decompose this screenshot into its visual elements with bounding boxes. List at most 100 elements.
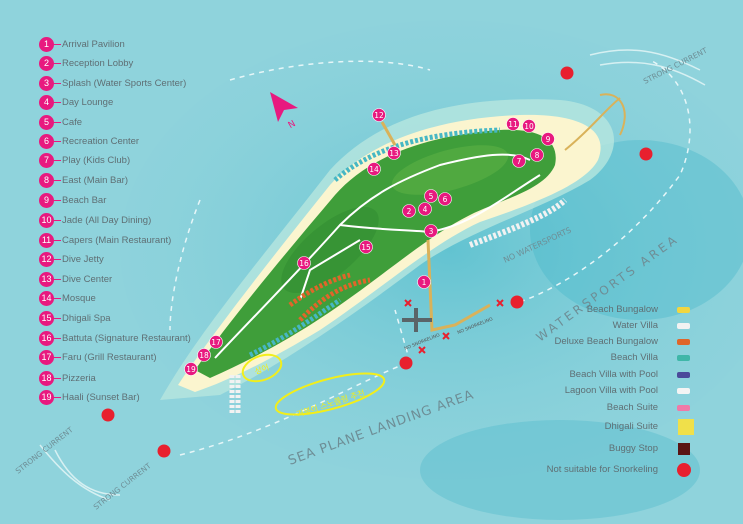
shark-label: 상어	[253, 362, 270, 376]
legend-item: 14 Mosque	[39, 290, 96, 306]
map-marker-5[interactable]: 5	[424, 189, 438, 203]
legend-connector	[54, 219, 61, 221]
accommodation-legend-label: Beach Bungalow	[586, 304, 658, 315]
villa-type-icon	[677, 307, 690, 313]
accommodation-legend-label: Deluxe Beach Bungalow	[554, 336, 658, 347]
marker-number: 6	[443, 195, 448, 204]
map-marker-17[interactable]: 17	[209, 335, 223, 349]
map-marker-2[interactable]: 2	[402, 204, 416, 218]
legend-connector	[54, 121, 61, 123]
accommodation-legend-label: Dhigali Suite	[604, 421, 658, 432]
marker-number: 4	[39, 94, 54, 110]
marker-number: 17	[39, 349, 54, 365]
marker-number: 12	[374, 111, 384, 120]
map-marker-15[interactable]: 15	[359, 240, 373, 254]
north-label: N	[287, 119, 298, 131]
legend-label: Mosque	[62, 292, 96, 304]
map-marker-1[interactable]: 1	[417, 275, 431, 289]
villa-type-icon	[677, 323, 690, 329]
no-snorkeling-dot	[157, 444, 171, 458]
water-villas-west	[229, 375, 241, 415]
legend-connector	[54, 337, 61, 339]
legend-item: 18 Pizzeria	[39, 370, 96, 386]
map-marker-12[interactable]: 12	[372, 108, 386, 122]
map-marker-14[interactable]: 14	[367, 162, 381, 176]
legend-connector	[54, 356, 61, 358]
turtle-area	[274, 372, 386, 416]
marker-number: 8	[39, 172, 54, 188]
marker-number: 6	[39, 133, 54, 149]
map-marker-3[interactable]: 3	[424, 224, 438, 238]
marker-number: 19	[39, 389, 54, 405]
legend-label: Day Lounge	[62, 96, 114, 108]
legend-connector	[54, 159, 61, 161]
marker-number: 13	[39, 271, 54, 287]
marker-number: 19	[186, 365, 196, 374]
map-marker-10[interactable]: 10	[522, 119, 536, 133]
map-marker-9[interactable]: 9	[541, 132, 555, 146]
marker-number: 2	[407, 207, 412, 216]
legend-label: Reception Lobby	[62, 57, 134, 69]
villa-type-icon	[677, 355, 690, 361]
accommodation-legend-label: Beach Villa with Pool	[569, 369, 658, 380]
accommodation-legend-label: Beach Suite	[606, 402, 658, 413]
accommodation-legend-label: Buggy Stop	[608, 443, 658, 454]
legend-label: Dhigali Spa	[62, 312, 111, 324]
marker-number: 18	[39, 370, 54, 386]
accommodation-legend-label: Water Villa	[612, 320, 658, 331]
map-marker-6[interactable]: 6	[438, 192, 452, 206]
marker-number: 10	[524, 122, 534, 131]
buggy-stop-icon	[678, 443, 690, 455]
no-snorkeling-dot	[560, 66, 574, 80]
map-marker-19[interactable]: 19	[184, 362, 198, 376]
marker-number: 1	[422, 278, 427, 287]
no-snorkeling-marks	[404, 299, 504, 354]
marker-number: 14	[369, 165, 379, 174]
villa-type-icon	[677, 405, 690, 411]
shark-area	[241, 353, 283, 383]
map-marker-13[interactable]: 13	[387, 146, 401, 160]
legend-label: Arrival Pavilion	[62, 38, 125, 50]
accommodation-legend-label: Beach Villa	[610, 352, 658, 363]
map-marker-7[interactable]: 7	[512, 154, 526, 168]
boundary-dashed	[169, 59, 691, 456]
map-marker-11[interactable]: 11	[506, 117, 520, 131]
map-marker-8[interactable]: 8	[530, 148, 544, 162]
marker-number: 4	[423, 205, 428, 214]
map-marker-4[interactable]: 4	[418, 202, 432, 216]
legend-label: Jade (All Day Dining)	[62, 214, 152, 226]
map-marker-18[interactable]: 18	[197, 348, 211, 362]
legend-item: 1 Arrival Pavilion	[39, 36, 125, 52]
marker-number: 13	[389, 149, 399, 158]
legend-label: Pizzeria	[62, 372, 96, 384]
vegetation	[195, 129, 556, 378]
marker-number: 14	[39, 290, 54, 306]
marker-number: 1	[39, 36, 54, 52]
strong-current-label: STRONG CURRENT	[92, 461, 153, 512]
legend-item: 6 Recreation Center	[39, 133, 139, 149]
legend-label: Recreation Center	[62, 135, 140, 147]
marker-number: 2	[39, 55, 54, 71]
beach-villas-south	[248, 297, 342, 358]
map-marker-16[interactable]: 16	[297, 256, 311, 270]
marker-number: 9	[546, 135, 551, 144]
legend-connector	[54, 62, 61, 64]
legend-connector	[54, 278, 61, 280]
legend-item: 2 Reception Lobby	[39, 55, 133, 71]
legend-label: East (Main Bar)	[62, 174, 128, 186]
east-jetty-arc	[599, 93, 626, 136]
marker-number: 12	[39, 251, 54, 267]
legend-connector	[54, 377, 61, 379]
legend-connector	[54, 258, 61, 260]
villa-type-icon	[678, 419, 694, 435]
legend-connector	[54, 297, 61, 299]
marker-number: 11	[39, 232, 54, 248]
legend-connector	[54, 179, 61, 181]
